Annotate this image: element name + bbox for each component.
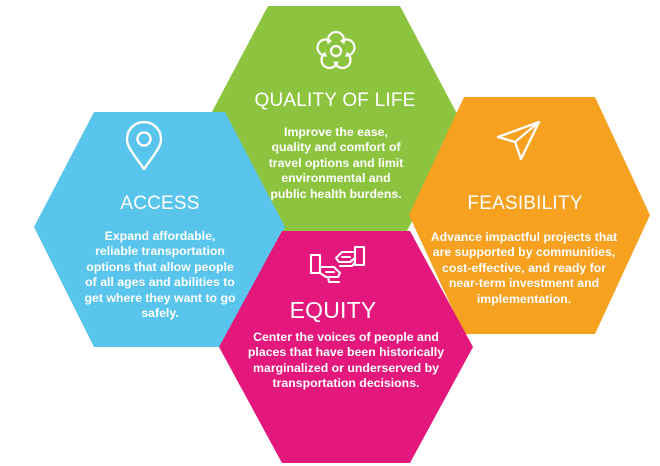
feasibility-description: Advance impactful projects that are supp… <box>430 230 618 306</box>
handshake-icon <box>309 245 366 284</box>
hexagon-access <box>34 112 285 347</box>
access-description: Expand affordable, reliable transportati… <box>84 229 236 321</box>
flower-icon <box>316 30 356 70</box>
feasibility-title: FEASIBILITY <box>467 193 583 214</box>
hexagon-equity <box>219 231 473 463</box>
quality-of-life-title: QUALITY OF LIFE <box>254 90 416 111</box>
access-title: ACCESS <box>120 193 200 214</box>
quality-of-life-description: Improve the ease, quality and comfort of… <box>268 125 404 201</box>
equity-title: EQUITY <box>289 297 377 323</box>
hexagon-quality-of-life <box>205 6 463 244</box>
map-pin-icon <box>125 120 163 171</box>
hexagon-feasibility <box>409 97 650 334</box>
paper-plane-icon <box>496 120 541 161</box>
equity-description: Center the voices of people and places t… <box>247 330 445 391</box>
